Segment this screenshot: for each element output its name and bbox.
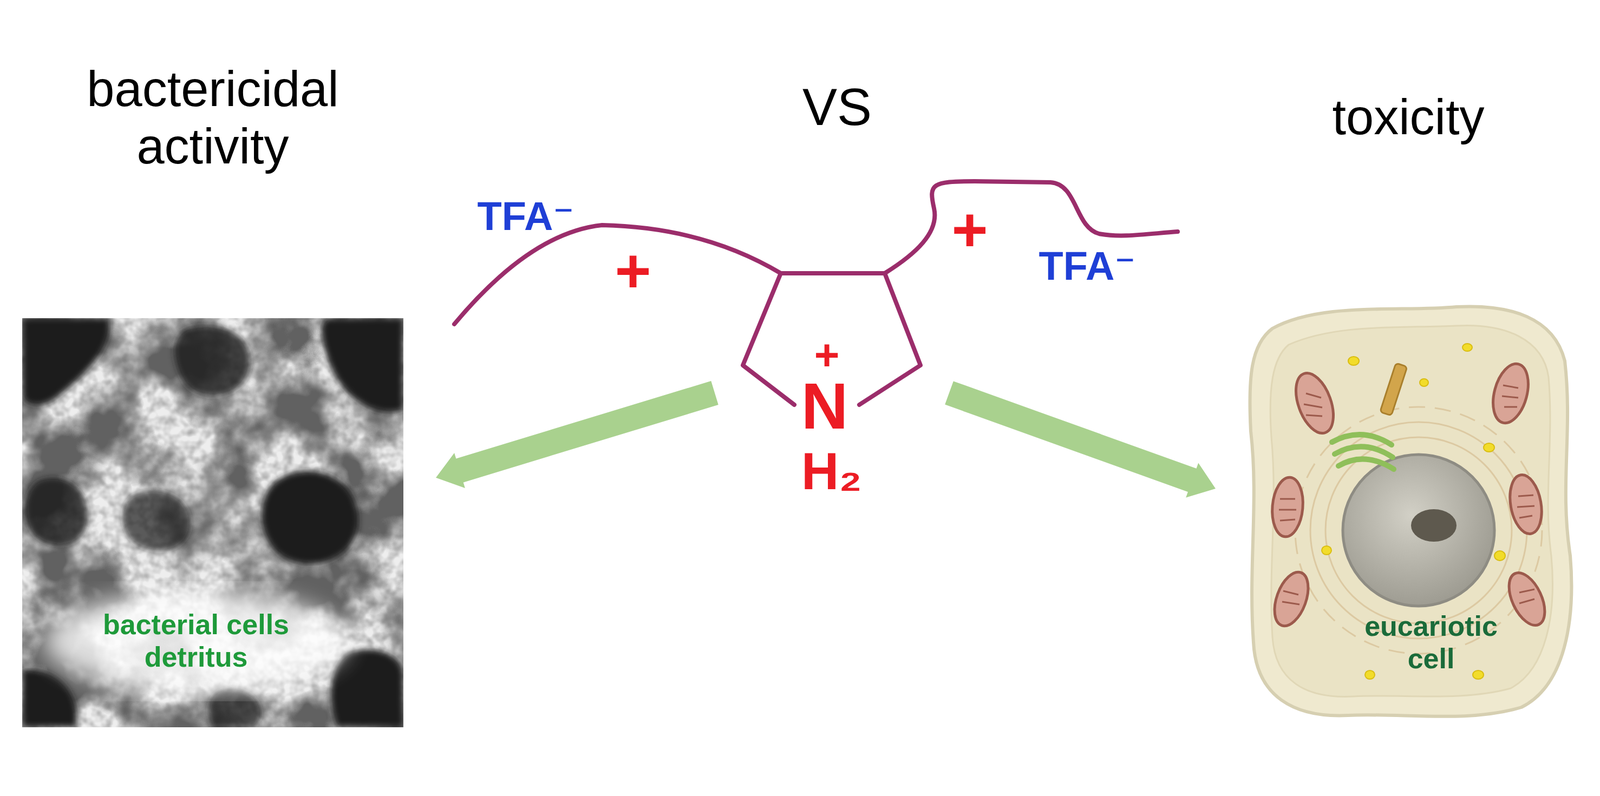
block-arrow (944, 381, 1216, 498)
atom-group: H₂ (801, 441, 862, 502)
image-caption: eucariotic cell (1341, 610, 1521, 676)
panel-heading: bactericidal activity (39, 60, 387, 176)
counterion-label: TFA⁻ (477, 193, 575, 240)
molecule-ring: +NH₂ (714, 255, 950, 521)
panel-heading: toxicity (1331, 88, 1485, 147)
cell-panel: toxicityeucariotic cell (1239, 296, 1577, 725)
counterion-label: TFA⁻ (1039, 243, 1136, 290)
atom-symbol: N (801, 368, 849, 444)
versus-label: VS (802, 77, 872, 137)
charge-sign: + (614, 234, 651, 307)
image-caption: bacterial cells detritus (68, 609, 324, 675)
charge-sign: + (951, 193, 988, 266)
block-arrow (435, 381, 719, 489)
micrograph-panel: bactericidal activitybacterial cells det… (22, 318, 404, 728)
